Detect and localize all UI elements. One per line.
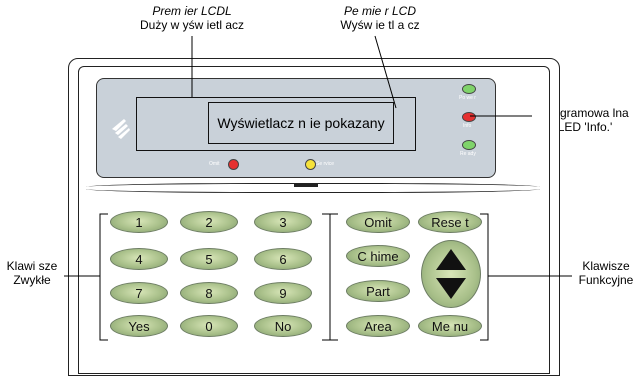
key-7[interactable]: 7 [110,282,168,304]
service-led [305,159,316,170]
key-chime[interactable]: C hime [346,245,410,267]
info-led-label: Info [463,123,472,129]
brand-logo-icon [112,119,130,139]
key-6-label: 6 [279,251,287,267]
lcdl-model-label: Prem ier LCDL [152,4,232,18]
lcd-desc-label: Wyśw ie tl a cz [340,18,420,32]
key-6[interactable]: 6 [254,248,312,270]
display-placeholder-text: Wyświetlacz n ie pokazany [217,115,385,131]
ready-led [462,140,476,150]
hinge-notch [294,183,318,187]
arrow-down-icon[interactable] [436,278,466,299]
function-keys-line1: Klawisze [582,259,630,273]
key-area-label: Area [364,318,392,334]
key-menu[interactable]: Me nu [418,315,482,337]
key-4[interactable]: 4 [110,248,168,270]
callout-lcd: Pe mie r LCD Wyśw ie tl a cz [320,4,440,32]
key-no-label: No [274,318,292,334]
callout-function-keys: Klawisze Funkcyjne [572,259,640,287]
standard-keys-line1: Klawi sze [6,259,58,273]
lcdl-display [136,97,416,151]
display-panel [96,78,496,178]
power-led-label: Po we r [459,95,476,101]
key-part-label: Part [366,283,390,299]
standard-keys-line2: Zwykłe [13,273,51,287]
lcd-model-label: Pe mie r LCD [343,4,417,18]
key-0[interactable]: 0 [180,315,238,337]
function-keys-line2: Funkcyjne [578,273,634,287]
key-7-label: 7 [135,285,143,301]
lcd-display: Wyświetlacz n ie pokazany [208,102,394,144]
info-led [462,112,476,122]
key-1-label: 1 [135,214,143,230]
key-1[interactable]: 1 [110,211,168,233]
key-no[interactable]: No [254,315,312,337]
key-reset[interactable]: Rese t [418,211,482,233]
callout-led: Programowa lna LED 'Info.' [530,106,640,134]
key-area[interactable]: Area [346,315,410,337]
key-0-label: 0 [205,318,213,334]
key-2-label: 2 [205,214,213,230]
key-4-label: 4 [135,251,143,267]
key-yes[interactable]: Yes [110,315,168,337]
key-omit-label: Omit [364,214,392,230]
led-callout-line2: LED 'Info.' [557,120,613,134]
callout-standard-keys: Klawi sze Zwykłe [0,259,64,287]
service-led-label: Se rvice [316,161,335,167]
keypad-inner-frame [78,66,550,374]
key-5-label: 5 [205,251,213,267]
key-3-label: 3 [279,214,287,230]
key-9[interactable]: 9 [254,282,312,304]
navigation-key[interactable] [421,240,481,308]
key-8[interactable]: 8 [180,282,238,304]
callout-lcdl: Prem ier LCDL Duży w yśw ietl acz [132,4,252,32]
lcdl-desc-label: Duży w yśw ietl acz [139,18,245,32]
key-omit[interactable]: Omit [346,211,410,233]
key-2[interactable]: 2 [180,211,238,233]
power-led [462,84,476,94]
key-yes-label: Yes [128,318,150,334]
key-3[interactable]: 3 [254,211,312,233]
key-reset-label: Rese t [431,214,469,230]
key-menu-label: Me nu [431,318,469,334]
key-chime-label: C hime [357,248,399,264]
omit-led [228,159,239,170]
key-9-label: 9 [279,285,287,301]
key-part[interactable]: Part [346,280,410,302]
arrow-up-icon[interactable] [436,249,466,270]
omit-led-label: Omit [209,161,220,167]
led-callout-line1: Programowa lna [541,106,629,120]
key-8-label: 8 [205,285,213,301]
ready-led-label: Re ady [460,151,476,157]
key-5[interactable]: 5 [180,248,238,270]
